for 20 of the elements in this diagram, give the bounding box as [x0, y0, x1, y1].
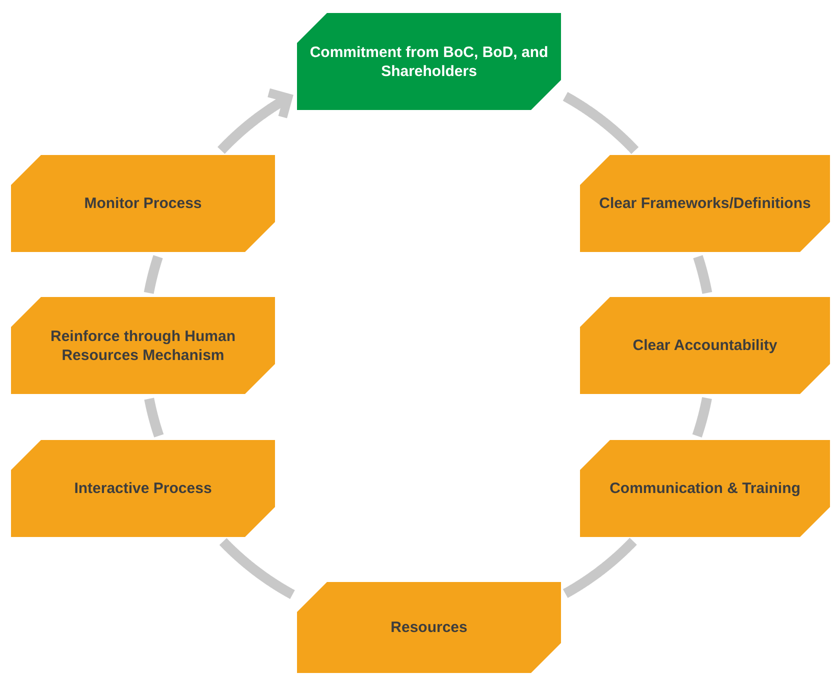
process-box: [11, 297, 275, 394]
process-box: [580, 440, 830, 537]
process-box: [11, 155, 275, 252]
process-box: [11, 440, 275, 537]
box-label: Commitment from BoC, BoD, and Shareholders: [309, 42, 549, 80]
box-label: Clear Accountability: [632, 336, 778, 355]
process-box: [580, 155, 830, 252]
connector-arc: [561, 92, 640, 155]
box-label: Reinforce through Human Resources Mechanism: [49, 326, 236, 364]
connector-arc: [561, 536, 638, 598]
box-label: Communication & Training: [610, 479, 800, 498]
commitment-box: [297, 13, 561, 110]
connector-arc: [218, 537, 297, 600]
process-box: [580, 297, 830, 394]
arrow: [216, 88, 292, 155]
process-box: [297, 582, 561, 673]
box-label: Interactive Process: [74, 479, 212, 498]
box-label: Clear Frameworks/Definitions: [599, 194, 811, 213]
box-label: Monitor Process: [84, 194, 202, 213]
box-label: Resources: [390, 618, 468, 637]
